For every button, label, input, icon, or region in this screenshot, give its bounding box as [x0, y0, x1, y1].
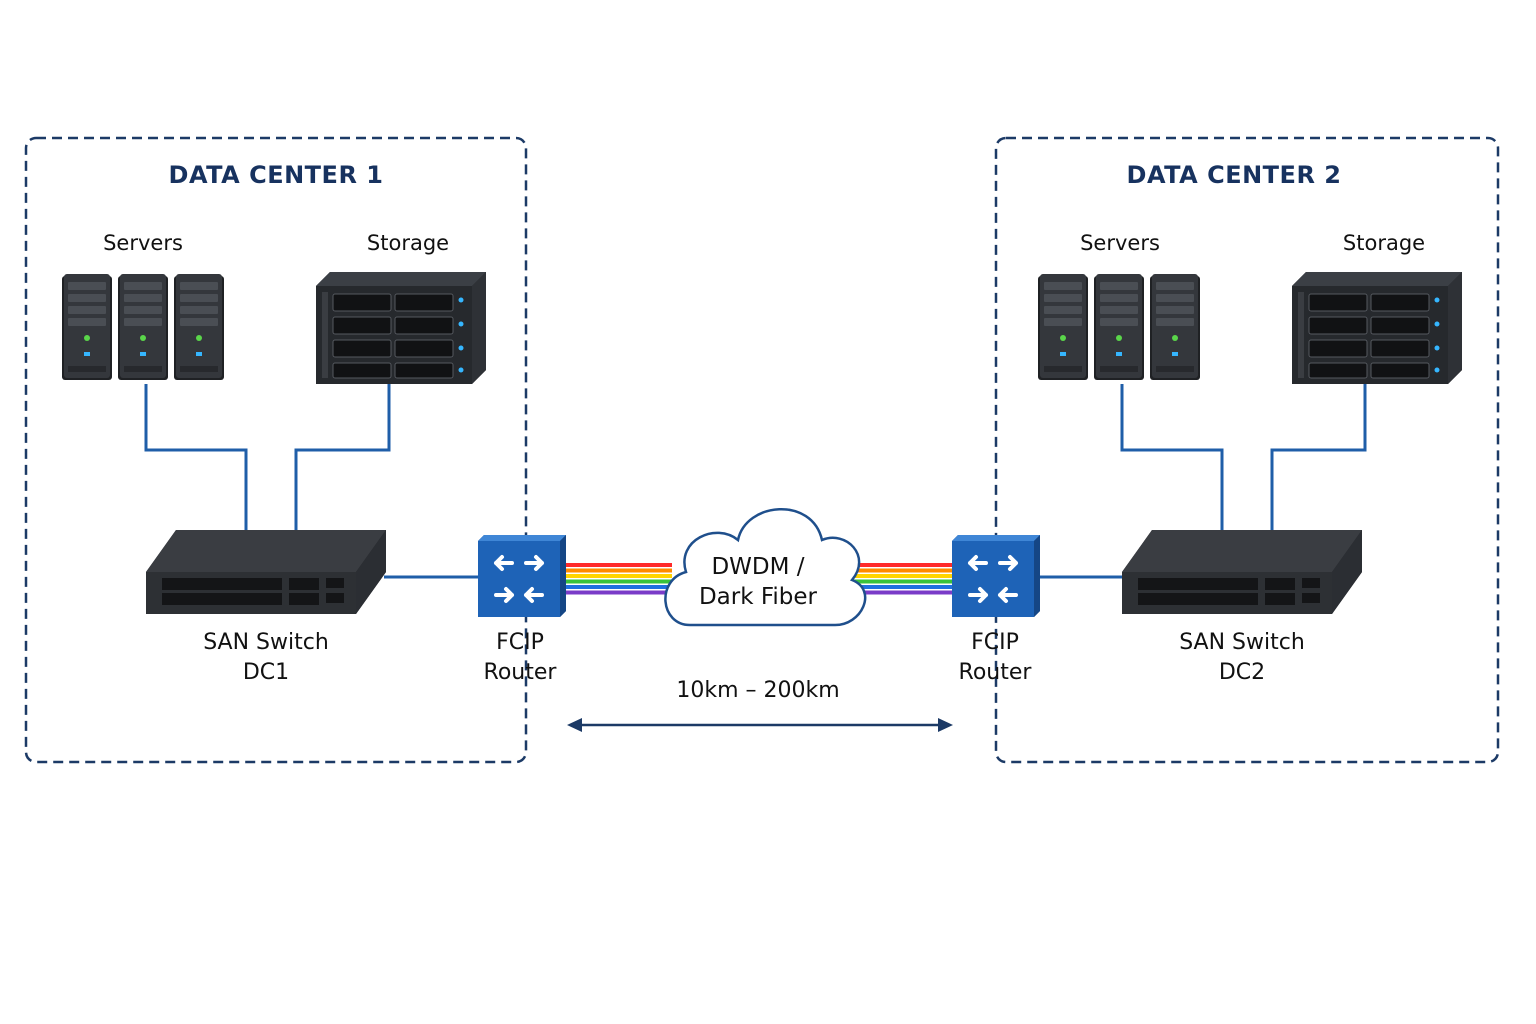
dc1-router-label-line2: Router [483, 660, 557, 685]
dc1-router-label-line1: FCIP [496, 630, 544, 655]
dc2-switch-label-line1: SAN Switch [1179, 630, 1305, 655]
dc2-switch-label-line2: DC2 [1218, 660, 1266, 685]
data-center-2-boundary [994, 136, 1500, 764]
dc2-storage-array-icon [1291, 271, 1463, 385]
dc1-switch-label-line2: DC1 [242, 660, 290, 685]
dc2-storage-link [1270, 384, 1367, 530]
dc1-storage-link [294, 384, 391, 530]
dwdm-wavelengths-left [566, 563, 672, 595]
dc1-switch-label-line1: SAN Switch [203, 630, 329, 655]
dc1-servers-icon [62, 274, 224, 380]
distance-arrow [567, 718, 953, 732]
cloud-label-line2: Dark Fiber [698, 584, 818, 610]
dc2-server-link [1120, 384, 1224, 530]
dc1-storage-array-icon [315, 271, 487, 385]
dc1-san-switch-icon [146, 530, 386, 614]
dwdm-cloud-icon [664, 508, 867, 627]
dc2-servers-label: Servers [1080, 231, 1160, 255]
cloud-label-line1: DWDM / [711, 554, 805, 580]
dc2-router-label-line2: Router [958, 660, 1032, 685]
dc1-title: DATA CENTER 1 [168, 161, 384, 189]
dc1-servers-label: Servers [103, 231, 183, 255]
dc2-router-label-line1: FCIP [971, 630, 1019, 655]
dwdm-wavelengths-right [850, 563, 954, 595]
dc2-storage-label: Storage [1342, 231, 1426, 255]
dc2-san-switch-icon [1122, 530, 1362, 614]
distance-label: 10km – 200km [676, 678, 840, 703]
dc2-servers-icon [1038, 274, 1200, 380]
dc1-fcip-router-icon [476, 533, 568, 619]
dc2-title: DATA CENTER 2 [1126, 161, 1342, 189]
data-center-1-boundary [24, 136, 528, 764]
dc2-fcip-router-icon [950, 533, 1042, 619]
dc1-server-link [144, 384, 248, 530]
dc1-storage-label: Storage [366, 231, 450, 255]
